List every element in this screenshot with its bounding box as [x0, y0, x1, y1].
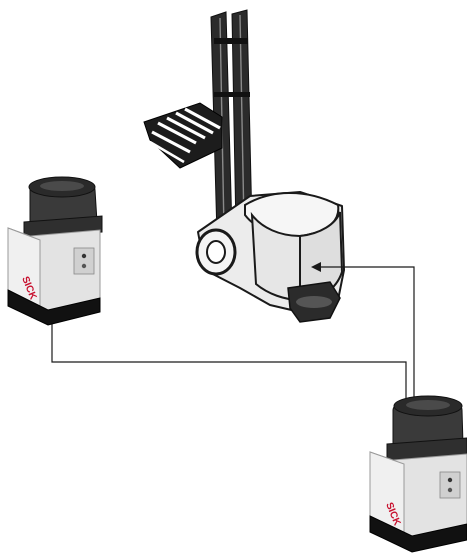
arrowhead-icon	[311, 262, 321, 272]
forklift-fork-pallet	[143, 102, 223, 169]
forklift-body	[197, 191, 345, 323]
connection-line-left	[51, 300, 407, 400]
connection-lines	[51, 262, 415, 400]
connection-line-right	[318, 266, 415, 400]
laser-scanner-left: SICK	[7, 176, 103, 326]
forklift-wheel	[195, 228, 237, 276]
forklift-agv	[143, 9, 345, 323]
laser-scanner-right: SICK	[369, 395, 467, 553]
